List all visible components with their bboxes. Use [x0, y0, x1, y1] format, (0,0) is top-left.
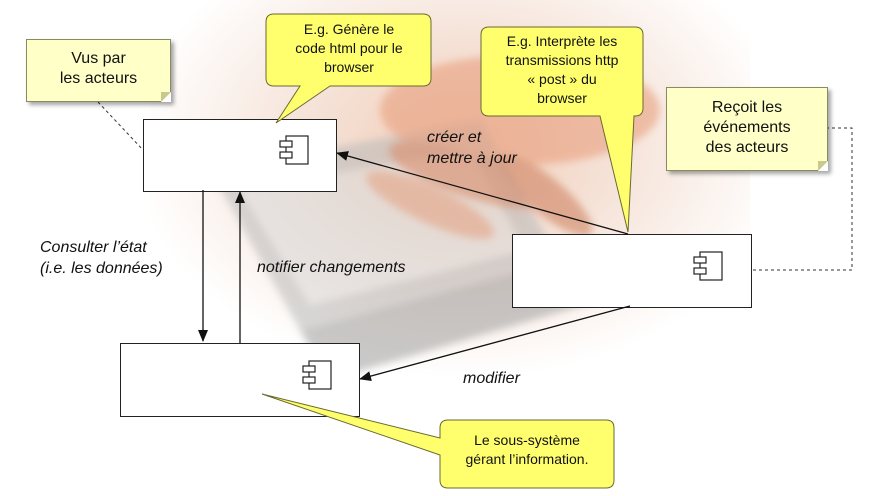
label-notify-changes: notifier changements: [257, 259, 406, 276]
arrow-modify: [359, 305, 631, 381]
note-actors-view-text: Vus par les acteurs: [59, 50, 138, 87]
component-icon-controller: [693, 251, 723, 281]
component-icon-model: [302, 360, 332, 390]
controller-name-field: [573, 262, 685, 286]
note-receives-events-text: Reçoit les événements des acteurs: [703, 99, 791, 156]
callout-subsystem-bubble: [261, 393, 615, 489]
view-name-field: [212, 142, 274, 166]
component-icon-view: [279, 135, 309, 165]
label-create-update: créer et mettre à jour: [427, 129, 517, 167]
anchor-actors-view: [97, 101, 144, 151]
callout-generate-html-text: E.g. Génère le code html pour le browser: [295, 21, 403, 75]
callout-interpret-http-text: E.g. Interprète les transmissions http «…: [505, 33, 619, 106]
label-query-state: Consulter l’état (i.e. les données): [40, 239, 163, 277]
callout-interpret-http-bubble: [480, 26, 644, 233]
anchor-receives-events: [750, 127, 853, 271]
callout-generate-html-bubble: [265, 13, 432, 124]
callout-subsystem-text: Le sous-système gérant l’information.: [465, 432, 589, 467]
arrow-create-update: [336, 151, 629, 235]
note-actors-view: Vus par les acteurs: [26, 39, 171, 102]
note-receives-events: Reçoit les événements des acteurs: [666, 87, 828, 171]
label-modify: modifier: [463, 370, 520, 387]
